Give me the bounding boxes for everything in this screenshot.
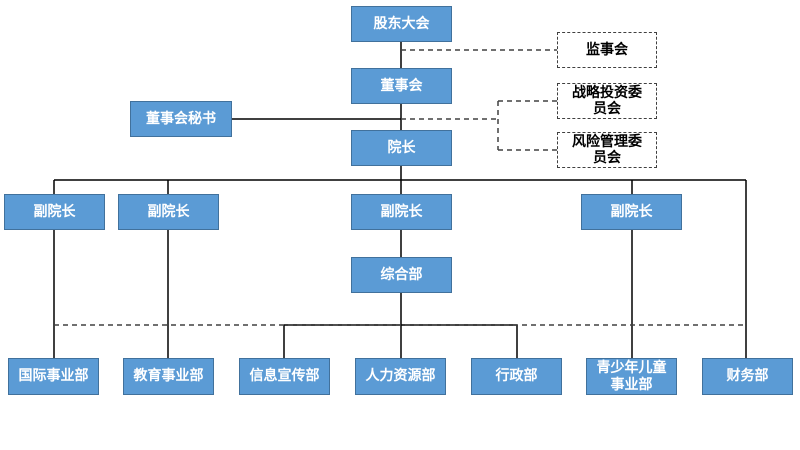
node-vice-president-2: 副院长: [118, 194, 219, 230]
node-hr-dept: 人力资源部: [355, 358, 446, 395]
node-vice-president-3: 副院长: [351, 194, 452, 230]
node-strategy-committee: 战略投资委员会: [557, 83, 657, 119]
node-intl-business-dept: 国际事业部: [8, 358, 99, 395]
node-youth-children-dept: 青少年儿童事业部: [586, 358, 677, 395]
node-info-publicity-dept: 信息宣传部: [239, 358, 330, 395]
node-vice-president-1: 副院长: [4, 194, 105, 230]
node-finance-dept: 财务部: [702, 358, 793, 395]
node-board-secretary: 董事会秘书: [130, 101, 232, 137]
node-education-dept: 教育事业部: [123, 358, 214, 395]
node-supervisory-board: 监事会: [557, 32, 657, 68]
node-risk-committee: 风险管理委员会: [557, 132, 657, 168]
node-president: 院长: [351, 130, 452, 166]
node-vice-president-4: 副院长: [581, 194, 682, 230]
node-admin-dept: 行政部: [471, 358, 562, 395]
node-board-of-directors: 董事会: [351, 68, 452, 104]
node-shareholders-meeting: 股东大会: [351, 6, 452, 42]
node-general-dept: 综合部: [351, 257, 452, 293]
